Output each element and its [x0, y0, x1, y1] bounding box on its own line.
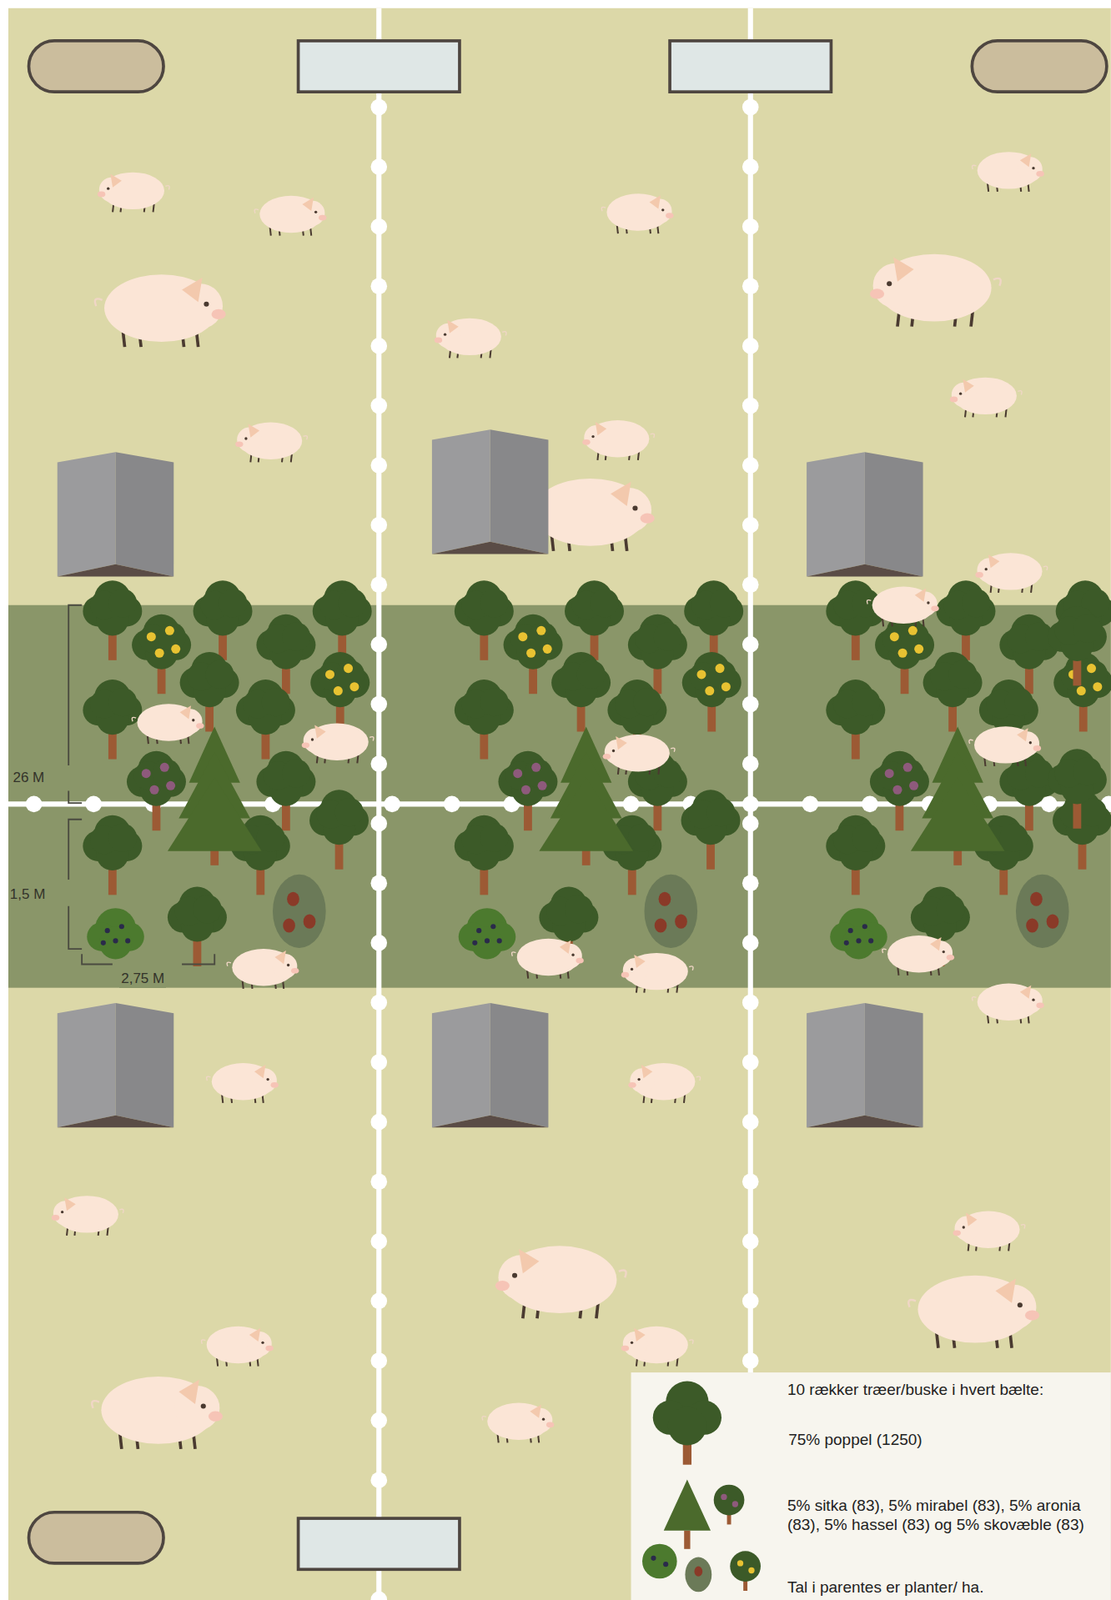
water-tank: [298, 1518, 460, 1570]
feed-trough: [971, 40, 1107, 92]
poplar-tree: [825, 815, 885, 895]
pasture: [8, 8, 1111, 1600]
poplar-tree: [825, 679, 885, 760]
poplar-tree: [236, 679, 296, 760]
aronia-bush: [86, 908, 145, 960]
shelter-hut: [806, 452, 924, 577]
shelter-hut: [432, 429, 549, 554]
pig: [621, 1327, 694, 1368]
poplar-tree: [923, 652, 983, 732]
pig: [254, 196, 327, 237]
dimension-label: 1,5 M: [8, 886, 48, 904]
pig: [301, 723, 374, 765]
sitka-spruce: [167, 726, 262, 865]
fruit-tree: [874, 614, 935, 694]
legend-symbol: [653, 1381, 722, 1465]
note: Tal i parentes er planter/ ha.: [787, 1578, 1105, 1599]
pig: [972, 984, 1045, 1025]
pig: [603, 734, 675, 775]
poplar-tree: [564, 580, 624, 660]
legend-panel: [631, 1372, 1111, 1600]
fruit-tree: [503, 614, 564, 694]
poplar-tree: [193, 580, 253, 660]
pig: [908, 1276, 1040, 1349]
pig: [512, 939, 584, 980]
pig: [95, 274, 227, 347]
feed-trough: [28, 1513, 164, 1564]
pig: [226, 949, 299, 990]
poplar-tree: [312, 580, 373, 660]
dimension-label: 26 M: [10, 769, 46, 787]
poplar-tree: [167, 887, 227, 967]
pig: [201, 1327, 274, 1368]
legend-text: 75% poppel (1250): [788, 1431, 1095, 1451]
water-tank: [669, 40, 831, 92]
aronia-bush: [458, 908, 517, 960]
pig: [972, 151, 1045, 192]
fruit-tree: [682, 652, 742, 732]
shelter-hut: [806, 1003, 924, 1128]
tree-belt: [8, 605, 1111, 989]
poplar-tree: [454, 679, 514, 760]
pig: [495, 1246, 627, 1319]
shelter-hut: [432, 1003, 549, 1128]
dimension-bracket: [68, 605, 215, 966]
fruit-tree: [1053, 652, 1111, 732]
pig: [950, 377, 1022, 418]
shelter-hut: [57, 1003, 175, 1128]
legend-symbol: [642, 1480, 761, 1594]
sitka-spruce: [538, 726, 634, 865]
poplar-tree: [82, 679, 142, 760]
pig: [131, 703, 204, 745]
poplar-tree: [935, 580, 996, 660]
poplar-tree: [1047, 606, 1107, 686]
poplar-tree: [454, 815, 514, 895]
hazel-bush: [272, 874, 327, 949]
feed-trough: [28, 40, 164, 92]
pig: [953, 1211, 1026, 1252]
fruit-tree: [126, 751, 187, 831]
pig: [869, 254, 1001, 327]
fruit-tree: [310, 652, 370, 732]
pig: [882, 935, 955, 976]
water-tank: [298, 40, 460, 92]
pig: [206, 1063, 279, 1104]
pig: [601, 193, 674, 234]
fruit-tree: [131, 614, 192, 694]
hazel-bush: [1015, 874, 1070, 949]
pig: [866, 587, 939, 628]
poplar-tree: [551, 652, 611, 732]
pig: [969, 726, 1041, 767]
pig: [975, 552, 1047, 594]
shelter-hut: [57, 452, 175, 577]
poplar-tree: [683, 580, 744, 660]
pig: [582, 420, 654, 461]
poplar-tree: [1047, 749, 1107, 829]
pig: [91, 1377, 223, 1450]
dimension-label: 2,75 M: [119, 970, 166, 988]
pig: [628, 1063, 700, 1104]
poplar-tree: [681, 789, 741, 870]
legend-text: 5% sitka (83), 5% mirabel (83), 5% aroni…: [787, 1497, 1094, 1536]
pig: [482, 1403, 554, 1444]
pig: [51, 1196, 124, 1237]
fruit-tree: [497, 751, 558, 831]
legend-heading: 10 rækker træer/buske i hvert bælte:: [787, 1381, 1105, 1401]
fence: [742, 8, 760, 1600]
poplar-tree: [82, 815, 142, 895]
pig: [235, 422, 307, 463]
aronia-bush: [829, 908, 888, 960]
pig: [434, 318, 507, 359]
pig: [97, 172, 170, 213]
poplar-tree: [309, 789, 369, 870]
pig: [621, 953, 694, 994]
fruit-tree: [869, 751, 930, 831]
hazel-bush: [643, 874, 698, 949]
